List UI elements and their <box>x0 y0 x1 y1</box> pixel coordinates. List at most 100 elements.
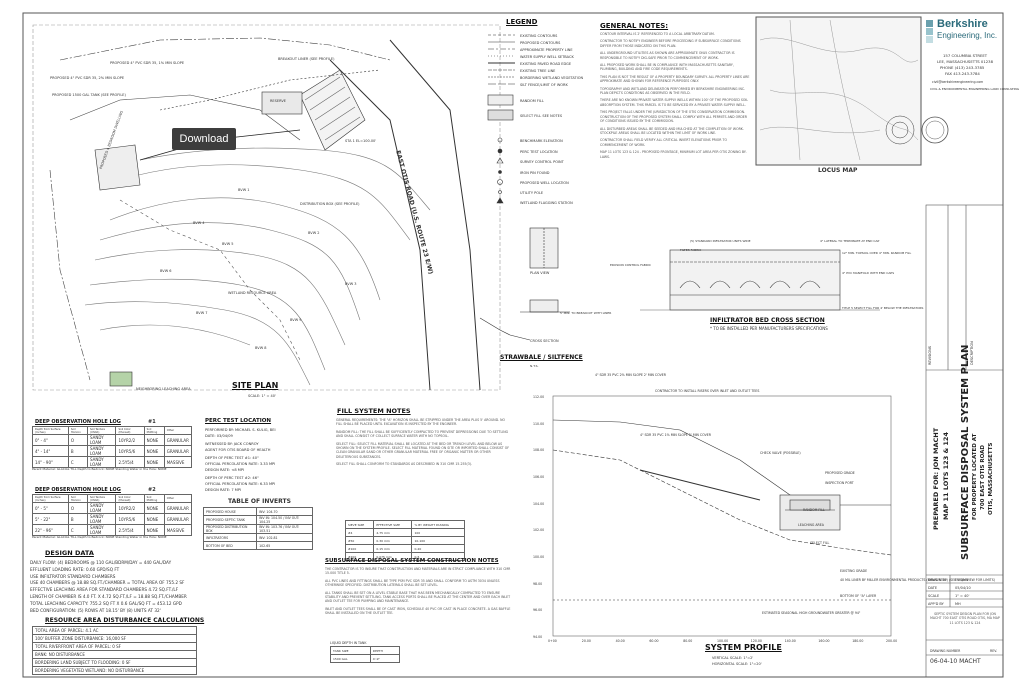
general-note: ALL DISTURBED AREAS SHALL BE SEEDED AND … <box>600 126 744 135</box>
bed-label: FILTER FABRIC <box>680 248 702 252</box>
profile-label: EXISTING GRADE <box>840 569 868 573</box>
perc-test-line: DEPTH OF PERC TEST #1: 40" <box>205 456 259 460</box>
drawing-number-label: DRAWING NUMBER <box>930 649 961 653</box>
table-cell: MASSIVE <box>163 524 193 536</box>
profile-label: CHECK VALVE (POSSIBLE) <box>760 451 801 455</box>
table-row: TOTAL RIVERFRONT AREA OF PARCEL: 0 SF <box>32 642 197 651</box>
locus-map-drawing <box>759 19 919 161</box>
design-data-line: BED CONFIGURATION: (5) ROWS AT 18.15' BY… <box>30 607 161 613</box>
general-notes-body: CONTOUR INTERVAL IS 2' REFERENCED TO A L… <box>600 32 750 222</box>
table-cell: % BY WEIGHT PASSING <box>411 520 465 529</box>
profile-x-tick: 120.00 <box>750 639 762 643</box>
table-cell: SANDY LOAM <box>87 513 117 525</box>
table-header-cell: Soil Mottling <box>143 426 165 435</box>
table-cell: 10YR2/2 <box>115 502 145 514</box>
legend-title: LEGEND <box>506 18 538 26</box>
cross-section-label: CROSS SECTION <box>530 339 559 343</box>
system-profile-drawing <box>552 395 892 637</box>
legend-item: IRON PIN FOUND <box>520 171 550 175</box>
table-cell: BANK: NO DISTURBANCE <box>32 650 197 659</box>
table-cell: 10YR2/2 <box>115 434 145 446</box>
table-cell: INFILTRATORS <box>202 533 258 542</box>
profile-x-tick: 160.00 <box>818 639 830 643</box>
table-cell: EFFECTIVE SIZE <box>373 520 413 529</box>
drawing-name: SEPTIC SYSTEM DESIGN PLAN FOR JON MACHT … <box>930 612 1000 625</box>
legend-item: BENCHMARK ELEVATION <box>520 139 563 143</box>
profile-horizontal-scale: HORIZONTAL SCALE: 1"=20' <box>712 662 762 666</box>
perc-test-line: DEPTH OF PERC TEST #2: 46" <box>205 476 259 480</box>
firm-logo-mark <box>926 20 933 43</box>
fill-note: SELECT FILL SHALL CONFORM TO STANDARDS A… <box>336 462 473 467</box>
table-cell: NONE <box>143 513 165 525</box>
general-note: MAP 11 LOTS 123 & 124 - PROPOSED FRONTAG… <box>600 150 747 159</box>
general-note: CONTOUR INTERVAL IS 2' REFERENCED TO A L… <box>600 32 715 36</box>
pvc-label-2: PROPOSED 4" PVC SDR 35, 2% MIN SLOPE <box>50 76 125 80</box>
sheet-lots: MAP 11 LOTS 123 & 124 <box>942 432 950 520</box>
legend-item: PROPOSED CONTOURS <box>520 41 561 45</box>
bvw-label: BVW 9 <box>290 318 302 322</box>
profile-x-tick: 0+00 <box>548 639 557 643</box>
site-plan-drawing <box>32 24 501 391</box>
strawbale-title: STRAWBALE / SILTFENCE <box>500 354 583 361</box>
table-cell: 2.5Y5/4 <box>115 524 145 536</box>
table-cell: #50 <box>344 536 375 545</box>
table-row: BORDERING VEGETATED WETLAND: NO DISTURBA… <box>32 666 197 675</box>
perc-test-line: PERFORMED BY: MICHAEL S. KULIG, BEI <box>205 428 276 432</box>
profile-x-tick: 100.00 <box>717 639 729 643</box>
general-note: TOPOGRAPHY AND WETLAND DELINEATION PERFO… <box>600 86 746 96</box>
table-cell: GRANULAR <box>163 445 193 457</box>
legend-item: WETLAND FLAGGING STATION <box>520 201 573 205</box>
scale-value: 1" = 40' <box>955 594 970 598</box>
profile-y-tick: 100.00 <box>533 555 545 559</box>
bvw-label: BVW 4 <box>193 221 205 225</box>
profile-label: RANDOM FILL <box>803 508 825 512</box>
table-row: BANK: NO DISTURBANCE <box>32 650 197 659</box>
perc-test-line: OFFICIAL PERCOLATION RATE: 6.33 MPI <box>205 482 276 486</box>
liquid-depth-title: LIQUID DEPTH IN TANK <box>330 641 367 645</box>
deep-hole-1-note: Parent Material: GLACIAL TILL Depth to B… <box>32 467 167 471</box>
legend-item: APPROXIMATE PROPERTY LINE <box>520 48 573 52</box>
deep-hole-1-title: DEEP OBSERVATION HOLE LOG <box>35 419 121 425</box>
profile-label: 40 MIL LINER BY MILLER ENVIRONMENTAL PRO… <box>840 578 995 582</box>
table-cell: GRANULAR <box>163 434 193 446</box>
plan-view-label: PLAN VIEW <box>530 271 550 275</box>
title-block-lines <box>925 204 1004 678</box>
table-header-cell: Soil Mottling <box>143 494 165 503</box>
drawn-by-value: EVS/MB <box>955 578 969 582</box>
table-header-cell: Soil Texture (USDA) <box>87 494 117 503</box>
table-cell: SIEVE SIZE <box>344 520 375 529</box>
table-cell: O <box>67 434 89 446</box>
drawn-by-label: DRAWN BY <box>928 578 947 582</box>
strawbale-diagram <box>479 227 570 341</box>
profile-title: SYSTEM PROFILE <box>705 643 782 652</box>
table-cell: INV: 104.70 <box>256 507 313 516</box>
general-note: THERE ARE NO KNOWN PRIVATE WATER SUPPLY … <box>600 98 749 107</box>
construction-note: INLET AND OUTLET TEES SHALL BE OF CAST I… <box>325 606 511 616</box>
table-cell: #4 <box>344 528 375 537</box>
general-note: ALL PROPOSED WORK SHALL BE IN COMPLIANCE… <box>600 63 734 72</box>
table-cell: BORDERING VEGETATED WETLAND: NO DISTURBA… <box>32 666 197 675</box>
sheet-footer: 06-04-10 MACHT <box>930 658 981 665</box>
appd-value: MH <box>955 602 961 606</box>
design-data-line: EFFECTIVE LEACHING AREA FOR STANDARD CHA… <box>30 587 179 593</box>
legend-item: RANDOM FILL <box>520 99 544 103</box>
general-note: CONTRACTOR TO NOTIFY ENGINEER BEFORE PRO… <box>600 39 741 48</box>
profile-label: LEACHING AREA <box>798 523 824 527</box>
legend-item: SELECT FILL SEE NOTES <box>520 114 563 118</box>
perc-test-title: PERC TEST LOCATION <box>205 418 272 424</box>
table-cell: MASSIVE <box>163 456 193 468</box>
site-plan-scale: SCALE: 1" = 40' <box>248 394 276 398</box>
reserve-label: RESERVE <box>270 99 286 103</box>
download-button[interactable]: Download <box>172 128 236 150</box>
design-data-line: USE INFILTRATOR STANDARD CHAMBERS <box>30 573 116 579</box>
